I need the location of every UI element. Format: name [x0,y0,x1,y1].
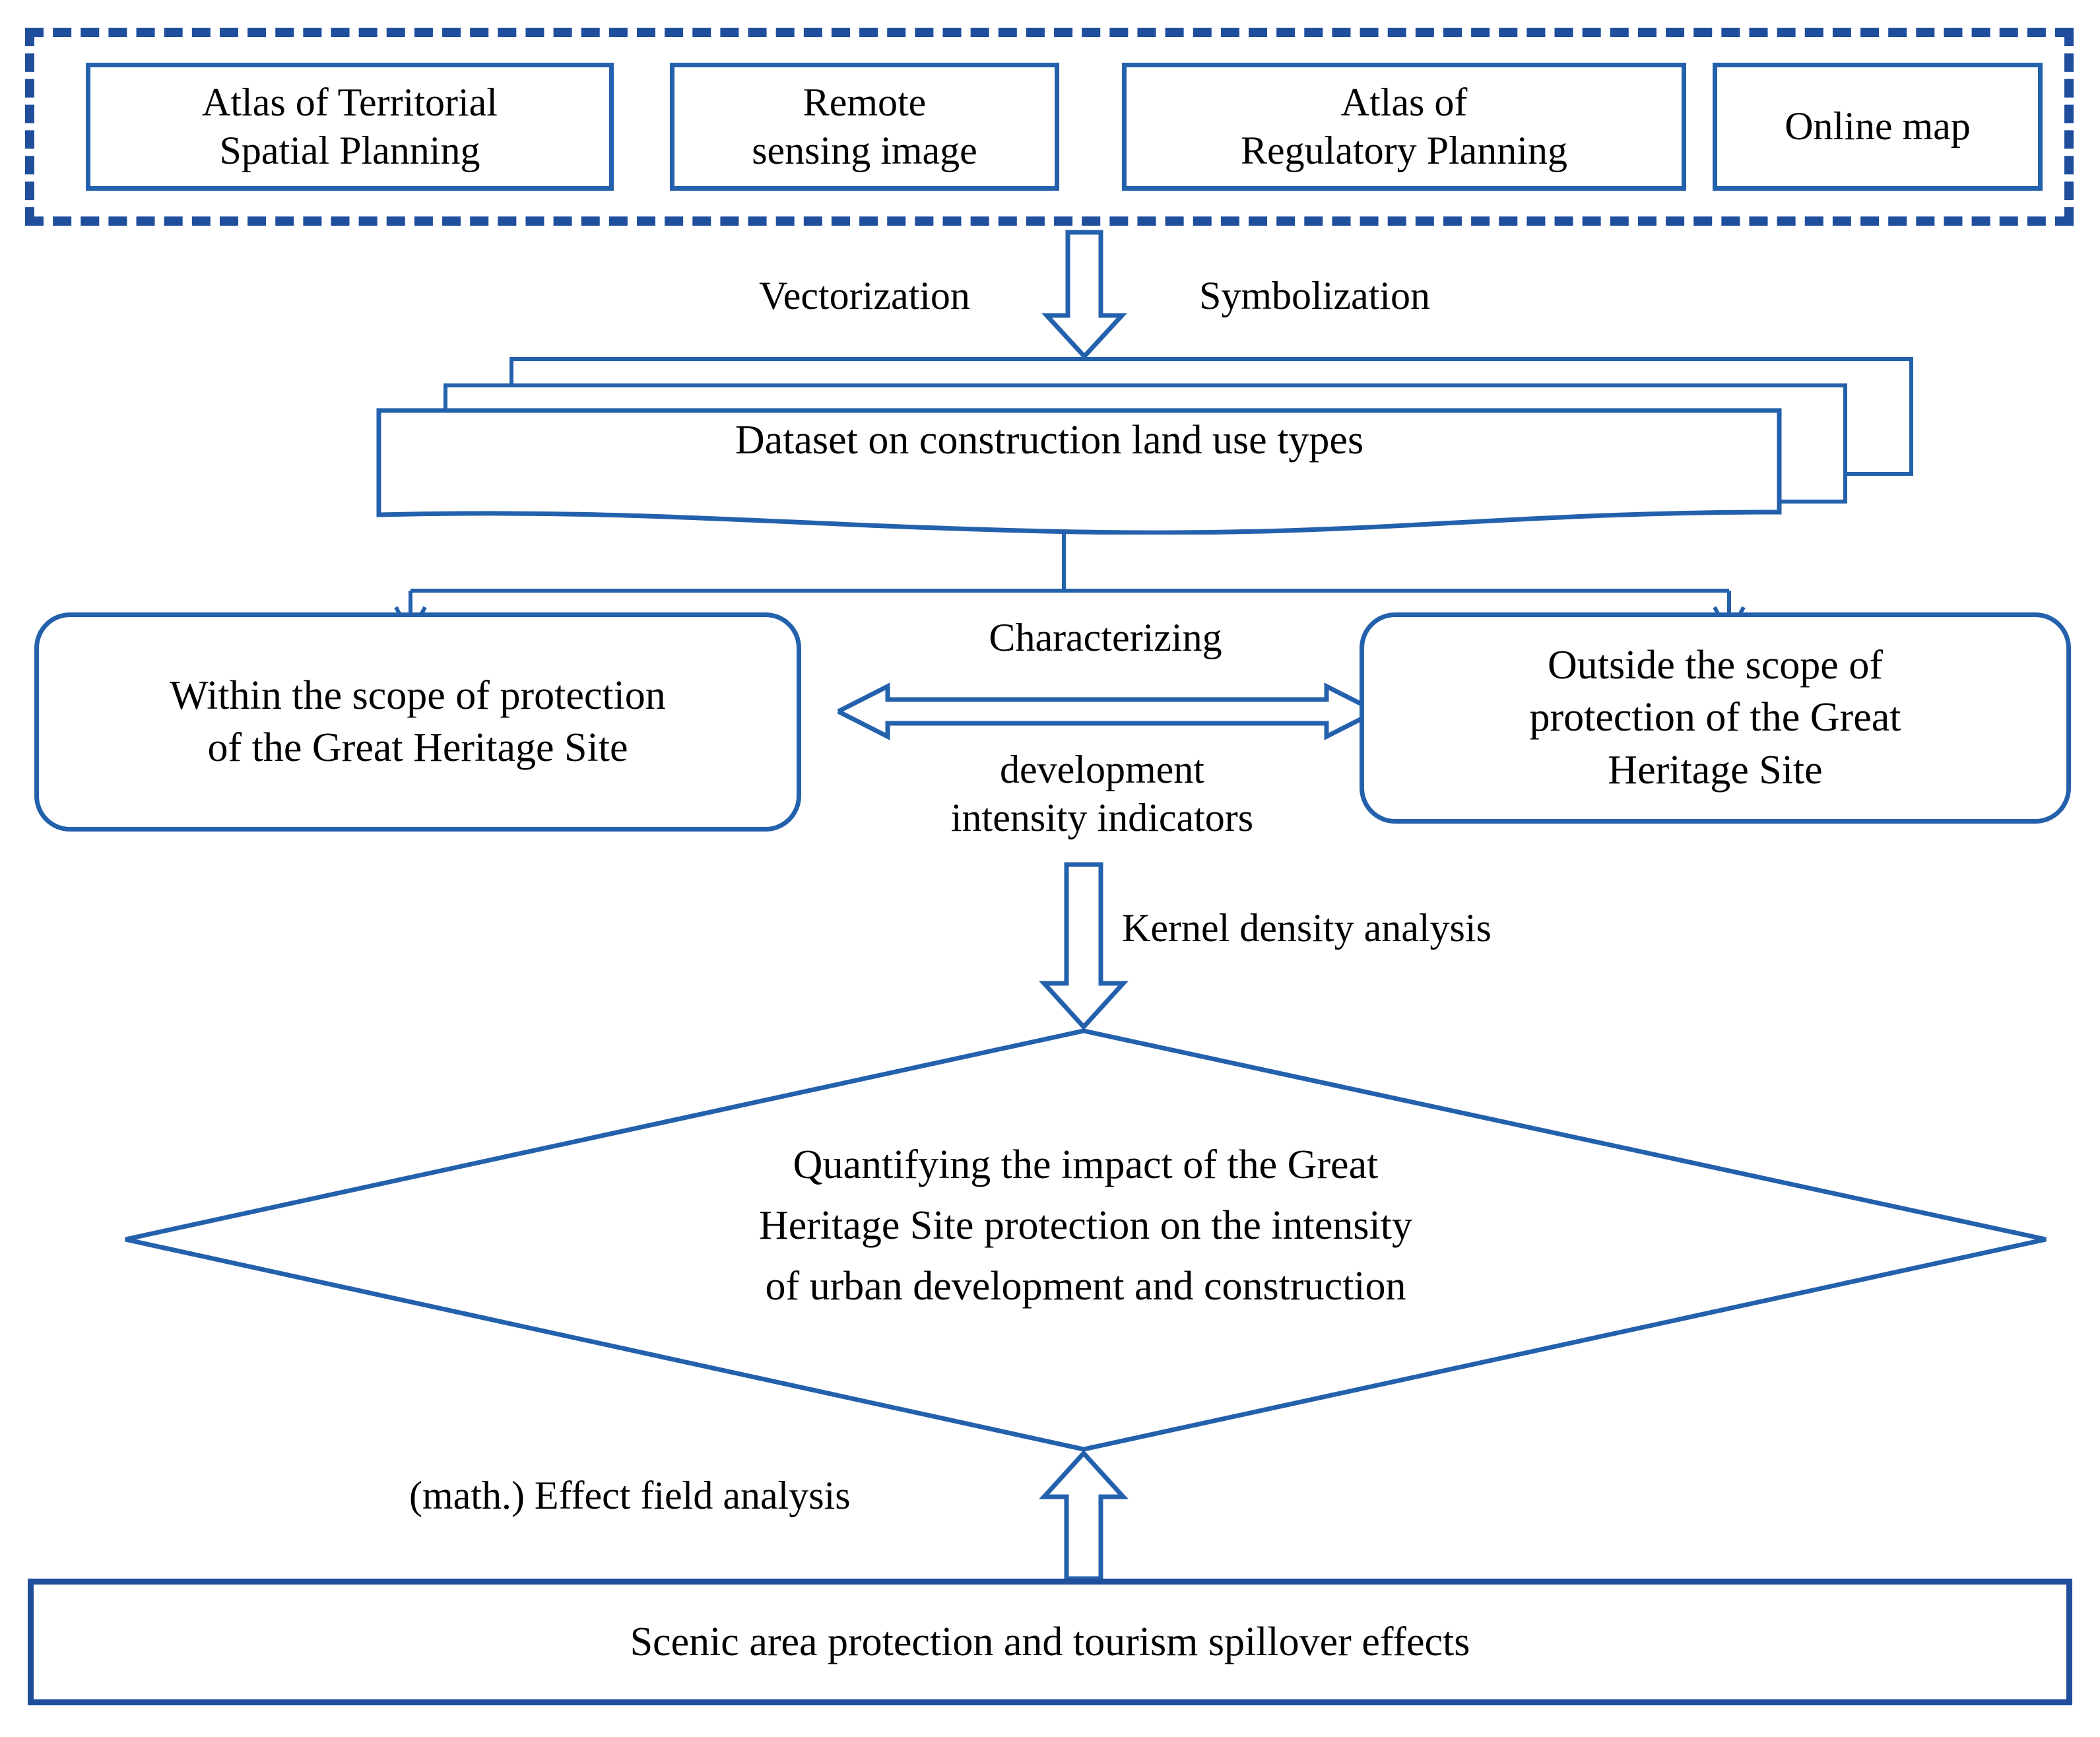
source-label: Remote sensing image [752,80,977,172]
source-label: Atlas of Regulatory Planning [1241,80,1567,172]
edge-label-development-intensity-indicators: development intensity indicators [950,748,1254,840]
arrow-kernel-density [1039,862,1129,1031]
scope-box-outside-protection[interactable]: Outside the scope of protection of the G… [1360,612,2071,824]
source-label: Online map [1785,104,1971,148]
outcome-box-scenic-area[interactable]: Scenic area protection and tourism spill… [28,1579,2072,1705]
edge-label-kernel-density-analysis: Kernel density analysis [1122,906,1492,950]
source-label: Atlas of Territorial Spatial Planning [202,80,498,172]
outcome-label: Scenic area protection and tourism spill… [630,1619,1470,1664]
source-box-atlas-regulatory-planning[interactable]: Atlas of Regulatory Planning [1122,63,1686,191]
source-box-atlas-territorial-spatial-planning[interactable]: Atlas of Territorial Spatial Planning [86,63,614,191]
edge-label-effect-field-analysis: (math.) Effect field analysis [409,1474,851,1517]
arrow-effect-field [1039,1449,1129,1581]
arrow-vectorization-symbolization [1041,230,1127,360]
scope-label: Outside the scope of protection of the G… [1529,642,1901,793]
source-box-remote-sensing-image[interactable]: Remote sensing image [670,63,1059,191]
scope-box-within-protection[interactable]: Within the scope of protection of the Gr… [34,612,801,832]
edge-label-vectorization: Vectorization [759,274,970,317]
data-sources-group [25,28,2074,226]
arrow-characterizing-double [837,682,1381,740]
objective-label: Quantifying the impact of the Great Heri… [758,1142,1413,1309]
dataset-stacked-document[interactable] [376,356,1914,535]
scope-label: Within the scope of protection of the Gr… [170,672,666,770]
edge-label-symbolization: Symbolization [1199,274,1430,317]
dataset-label: Dataset on construction land use types [735,418,1364,463]
edge-label-characterizing: Characterizing [989,616,1222,659]
source-box-online-map[interactable]: Online map [1713,63,2043,191]
